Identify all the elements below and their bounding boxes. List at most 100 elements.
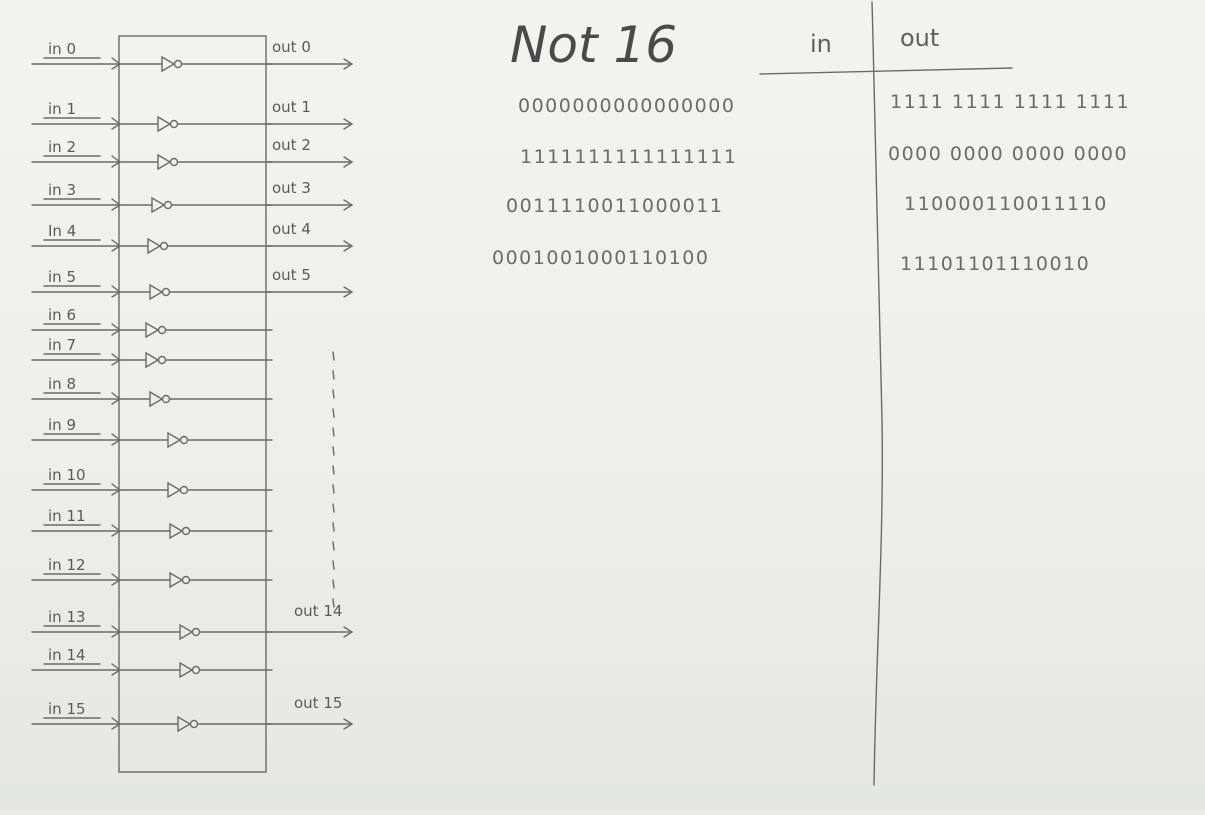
input-label-9: in 9 xyxy=(48,416,76,434)
input-arrow-13 xyxy=(111,625,122,638)
title: Not 16 xyxy=(510,16,677,74)
not-gate-bubble-8 xyxy=(161,394,171,404)
output-arrow-3 xyxy=(343,199,354,211)
input-arrow-0 xyxy=(111,57,122,70)
not-gate-bubble-3 xyxy=(163,200,173,210)
output-arrow-5 xyxy=(343,286,354,298)
continuation-dot-11 xyxy=(332,560,335,570)
input-arrow-10 xyxy=(111,483,122,496)
not-gate-bubble-13 xyxy=(191,627,201,637)
continuation-dot-3 xyxy=(332,408,335,418)
output-label-7: out 15 xyxy=(294,694,342,712)
input-arrow-11 xyxy=(111,524,122,537)
input-arrow-7 xyxy=(111,353,122,366)
not-gate-8 xyxy=(149,390,164,408)
not-gate-10 xyxy=(167,481,182,499)
table-header-rule xyxy=(759,67,1013,75)
continuation-dot-13 xyxy=(332,598,335,608)
output-label-5: out 5 xyxy=(272,266,311,284)
table-row-0-out: 1111 1111 1111 1111 xyxy=(890,91,1130,113)
not-gate-bubble-2 xyxy=(169,157,179,167)
continuation-dot-9 xyxy=(332,522,335,532)
table-row-2-in: 0011110011000011 xyxy=(506,195,723,217)
input-label-8: in 8 xyxy=(48,375,76,393)
not-gate-3 xyxy=(151,196,166,214)
input-arrow-5 xyxy=(111,285,122,298)
input-label-13: in 13 xyxy=(48,608,86,626)
output-arrow-4 xyxy=(343,240,354,252)
truth-table: in out 0000000000000000 1111 1111 1111 1… xyxy=(492,1,1130,786)
input-arrow-15 xyxy=(111,717,122,730)
input-arrow-4 xyxy=(111,239,122,252)
table-row-0-in: 0000000000000000 xyxy=(518,95,735,117)
input-arrow-1 xyxy=(111,117,122,130)
not-gate-bubble-0 xyxy=(173,59,183,69)
input-arrow-2 xyxy=(111,155,122,168)
not-gate-bubble-11 xyxy=(181,526,191,536)
input-label-10: in 10 xyxy=(48,466,86,484)
table-header-in: in xyxy=(810,30,832,58)
table-column-divider xyxy=(871,1,884,786)
table-row-1-in: 1111111111111111 xyxy=(520,146,737,168)
continuation-dot-7 xyxy=(332,484,335,494)
not-gate-4 xyxy=(147,237,162,255)
output-arrow-2 xyxy=(343,156,354,168)
continuation-dot-1 xyxy=(332,370,335,380)
continuation-dot-0 xyxy=(332,351,335,361)
input-arrow-12 xyxy=(111,573,122,586)
input-label-7: in 7 xyxy=(48,336,76,354)
not-gate-bubble-4 xyxy=(159,241,169,251)
output-arrow-7 xyxy=(343,718,354,730)
not-gate-bubble-5 xyxy=(161,287,171,297)
continuation-dot-4 xyxy=(332,427,335,437)
output-arrow-0 xyxy=(343,58,354,70)
continuation-dot-5 xyxy=(332,446,335,456)
not-gate-12 xyxy=(169,571,184,589)
input-label-2: in 2 xyxy=(48,138,76,156)
output-label-2: out 2 xyxy=(272,136,311,154)
output-label-0: out 0 xyxy=(272,38,311,56)
continuation-dot-8 xyxy=(332,503,335,513)
not-gate-9 xyxy=(167,431,182,449)
not-gate-11 xyxy=(169,522,184,540)
output-label-4: out 4 xyxy=(272,220,311,238)
not-gate-bubble-12 xyxy=(181,575,191,585)
input-label-3: in 3 xyxy=(48,181,76,199)
output-label-6: out 14 xyxy=(294,602,342,620)
not-gate-bubble-15 xyxy=(189,719,199,729)
not-gate-5 xyxy=(149,283,164,301)
circuit: in 0in 1in 2in 3In 4in 5in 6in 7in 8in 9… xyxy=(31,38,354,733)
table-row-3-out: 11101101110010 xyxy=(900,253,1090,275)
not-gate-bubble-7 xyxy=(157,355,167,365)
input-label-15: in 15 xyxy=(48,700,86,718)
not-gate-7 xyxy=(145,351,160,369)
input-label-14: in 14 xyxy=(48,646,86,664)
input-label-11: in 11 xyxy=(48,507,86,525)
input-arrow-3 xyxy=(111,198,122,211)
table-header-out: out xyxy=(900,24,939,52)
input-arrow-14 xyxy=(111,663,122,676)
not-gate-15 xyxy=(177,715,192,733)
not-gate-bubble-9 xyxy=(179,435,189,445)
table-row-2-out: 110000110011110 xyxy=(904,193,1108,215)
table-row-1-out: 0000 0000 0000 0000 xyxy=(888,143,1128,165)
continuation-dot-6 xyxy=(332,465,335,475)
input-label-1: in 1 xyxy=(48,100,76,118)
continuation-dot-10 xyxy=(332,541,335,551)
not-gate-13 xyxy=(179,623,194,641)
not-gate-6 xyxy=(145,321,160,339)
continuation-dots xyxy=(332,351,335,608)
not-gate-bubble-14 xyxy=(191,665,201,675)
not-gate-bubble-1 xyxy=(169,119,179,129)
output-arrow-1 xyxy=(343,118,354,130)
chip-box xyxy=(118,35,267,773)
output-label-3: out 3 xyxy=(272,179,311,197)
not-gate-2 xyxy=(157,153,172,171)
input-label-6: in 6 xyxy=(48,306,76,324)
continuation-dot-2 xyxy=(332,389,335,399)
input-label-0: in 0 xyxy=(48,40,76,58)
not-gate-bubble-6 xyxy=(157,325,167,335)
input-label-4: In 4 xyxy=(48,222,76,240)
